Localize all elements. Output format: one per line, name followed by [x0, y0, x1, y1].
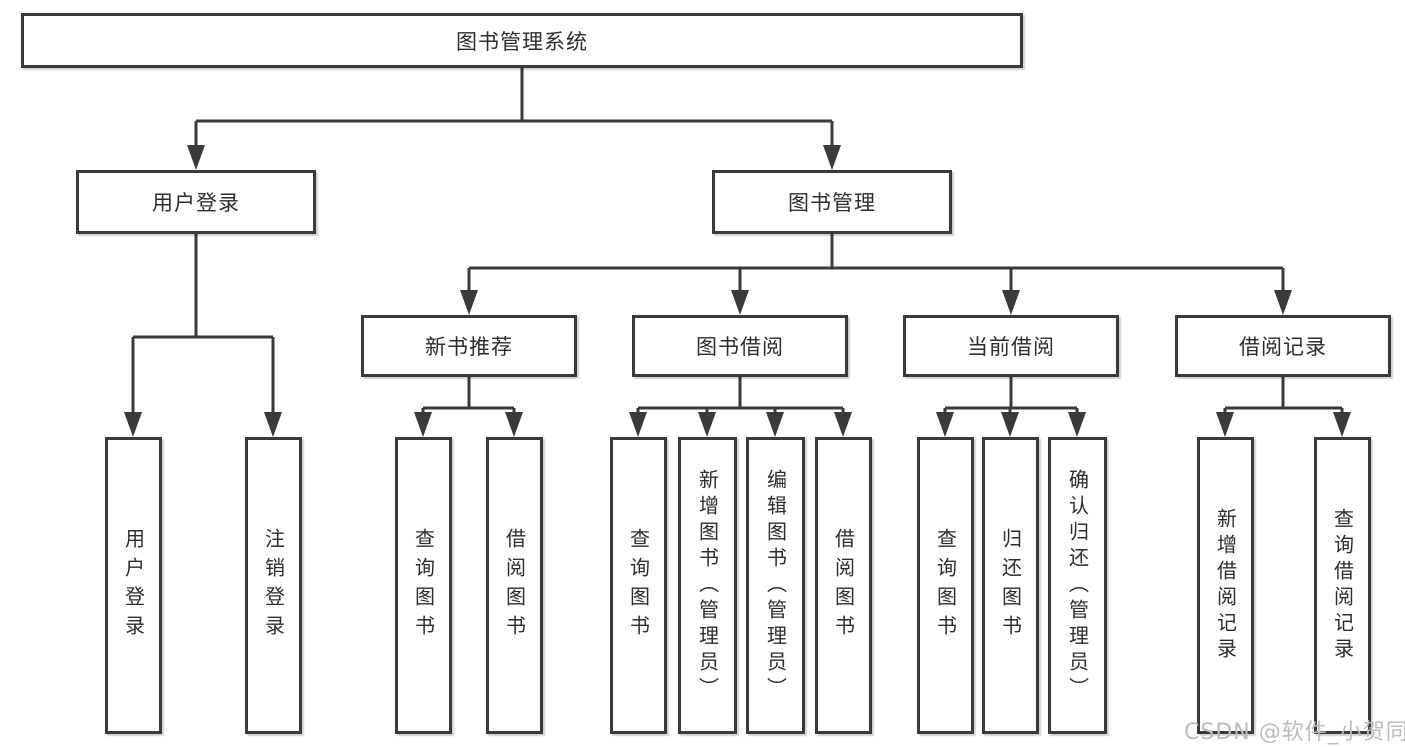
arrow-down-icon — [1001, 412, 1019, 437]
csdn-watermark: CSDN @软件_小贺同学 — [1184, 720, 1405, 745]
node-book-borrow: 图书借阅 — [632, 315, 848, 377]
arrow-down-icon — [731, 290, 749, 315]
node-new-book-recommend: 新书推荐 — [361, 315, 577, 377]
node-label: 新增借阅记录 — [1213, 507, 1238, 664]
node-book-management: 图书管理 — [712, 170, 952, 234]
node-label: 新增图书（管理员） — [695, 468, 720, 703]
node-label: 借阅记录 — [1239, 335, 1327, 359]
node-label: 查询图书 — [626, 527, 651, 644]
arrow-down-icon — [124, 412, 142, 437]
node-label: 新书推荐 — [425, 335, 513, 359]
node-current-borrow: 当前借阅 — [903, 315, 1119, 377]
node-label: 图书管理系统 — [456, 29, 588, 54]
node-leaf-return-books: 归还图书 — [982, 437, 1039, 734]
arrow-down-icon — [629, 412, 647, 437]
node-root: 图书管理系统 — [21, 13, 1023, 68]
node-leaf-user-login: 用户登录 — [105, 437, 162, 734]
node-leaf-borrow-books: 借阅图书 — [815, 437, 872, 734]
node-leaf-borrow-books-recommend: 借阅图书 — [486, 437, 543, 734]
arrow-down-icon — [187, 145, 205, 170]
arrow-down-icon — [1068, 412, 1086, 437]
arrow-down-icon — [264, 412, 282, 437]
node-label: 归还图书 — [998, 527, 1023, 644]
arrow-down-icon — [1333, 412, 1351, 437]
node-leaf-query-books-recommend: 查询图书 — [395, 437, 452, 734]
arrow-down-icon — [1274, 290, 1292, 315]
arrow-down-icon — [766, 412, 784, 437]
arrow-down-icon — [834, 412, 852, 437]
node-label: 确认归还（管理员） — [1065, 468, 1090, 703]
node-label: 查询借阅记录 — [1330, 507, 1355, 664]
arrow-down-icon — [460, 290, 478, 315]
node-label: 注销登录 — [261, 527, 286, 644]
arrow-down-icon — [414, 412, 432, 437]
node-label: 借阅图书 — [831, 527, 856, 644]
node-leaf-edit-books-admin: 编辑图书（管理员） — [746, 437, 805, 734]
arrow-down-icon — [936, 412, 954, 437]
node-leaf-add-borrow-record: 新增借阅记录 — [1197, 437, 1254, 734]
arrow-down-icon — [1002, 290, 1020, 315]
node-label: 查询图书 — [411, 527, 436, 644]
node-leaf-query-books-current: 查询图书 — [917, 437, 974, 734]
node-user-login: 用户登录 — [76, 170, 316, 234]
arrow-down-icon — [1216, 412, 1234, 437]
node-leaf-query-books-borrow: 查询图书 — [610, 437, 667, 734]
node-label: 图书借阅 — [696, 335, 784, 359]
node-label: 借阅图书 — [502, 527, 527, 644]
arrow-down-icon — [698, 412, 716, 437]
node-label: 用户登录 — [121, 527, 146, 644]
node-label: 图书管理 — [788, 191, 876, 215]
arrow-down-icon — [505, 412, 523, 437]
node-label: 用户登录 — [152, 191, 240, 215]
node-label: 编辑图书（管理员） — [763, 468, 788, 703]
node-leaf-confirm-return-admin: 确认归还（管理员） — [1048, 437, 1107, 734]
node-label: 查询图书 — [933, 527, 958, 644]
node-label: 当前借阅 — [967, 335, 1055, 359]
arrow-down-icon — [823, 145, 841, 170]
node-borrow-records: 借阅记录 — [1175, 315, 1391, 377]
node-leaf-add-books-admin: 新增图书（管理员） — [678, 437, 737, 734]
node-leaf-query-borrow-record: 查询借阅记录 — [1314, 437, 1371, 734]
node-leaf-logout: 注销登录 — [245, 437, 302, 734]
